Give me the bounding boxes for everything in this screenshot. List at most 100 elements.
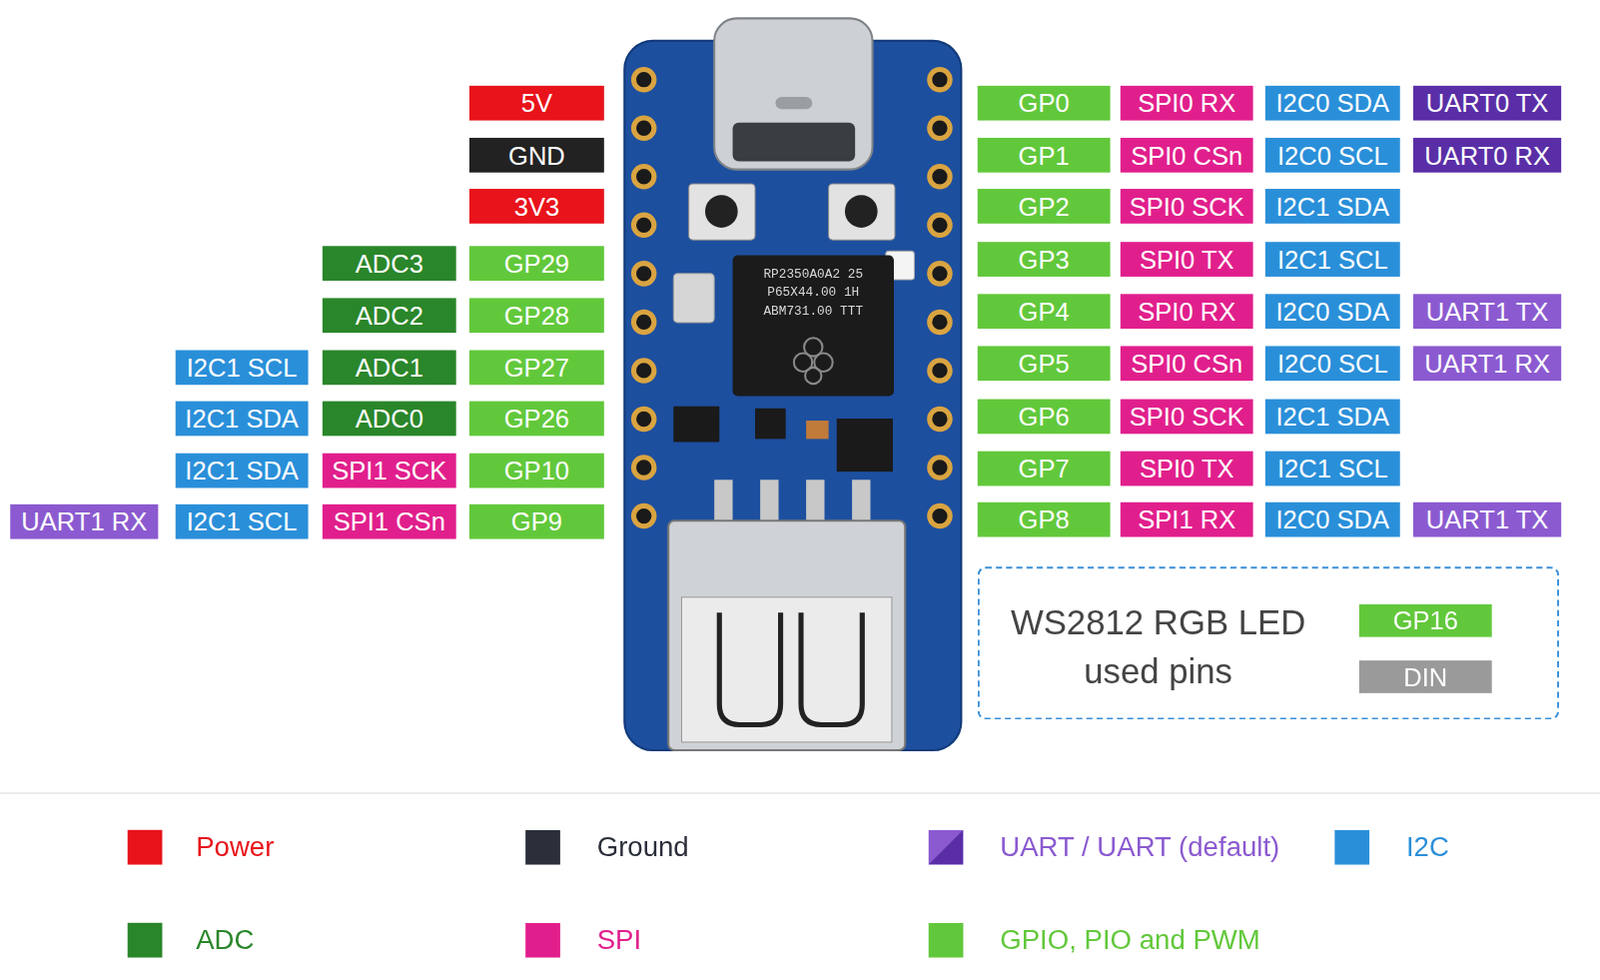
pin-name: GND [508,140,566,171]
pin-label: 3V3 [469,188,605,224]
pin-name: ADC1 [355,352,424,383]
pin-name: GP27 [504,352,570,383]
pin-hole [633,457,654,478]
pin-label: I2C1 SDA [175,453,309,489]
pin-name: SPI0 CSn [1130,140,1243,171]
legend-swatch [525,829,561,865]
pin-hole [929,360,950,381]
pin-hole [633,408,654,429]
legend-swatch [928,922,964,958]
pin-holes [633,68,950,526]
button-cap [844,194,878,228]
legend-swatch [127,922,163,958]
pin-name: GP0 [1018,87,1070,118]
crystal [673,273,715,323]
pin-label: GP2 [977,188,1111,224]
pin-label: GP1 [977,137,1111,173]
pin-name: GP3 [1018,244,1070,275]
pin-name: SPI1 CSn [333,506,446,537]
pin-name: DIN [1403,662,1448,693]
pin-name: ADC0 [355,403,424,434]
legend-swatch [127,829,163,865]
button [689,183,756,240]
ic [755,408,787,440]
pin-label: GP28 [469,297,605,333]
pin-name: SPI0 RX [1137,87,1236,118]
pin-label: I2C1 SDA [1265,188,1401,224]
pin-name: GP16 [1393,605,1459,636]
pin-name: UART0 RX [1424,140,1551,171]
legend-text: ADC [195,922,254,958]
pin-name: UART1 TX [1426,296,1550,327]
pin-label: 5V [469,85,605,121]
button [828,183,895,240]
pin-name: I2C1 SCL [1277,244,1389,275]
pin-hole [929,505,950,526]
pin-label: GP5 [977,345,1111,381]
pin-label: SPI0 SCK [1120,188,1254,224]
pin-name: GP29 [504,248,570,279]
usb-c-port [733,122,856,162]
pin-name: GP2 [1018,191,1070,222]
pin-name: SPI1 RX [1137,504,1236,535]
pin-label: I2C1 SDA [175,401,309,437]
usb-a-connector [668,520,905,751]
chip-marking: ABM731.00 TTT [735,304,892,319]
pin-label: GP9 [469,504,605,540]
pin-label: GP26 [469,401,605,437]
usb-c-detail [775,96,812,109]
pin-name: SPI0 TX [1139,244,1235,275]
legend-text: I2C [1406,829,1450,865]
pad [760,479,779,521]
pin-label: ADC3 [322,245,457,281]
pin-name: SPI0 TX [1139,453,1235,484]
pin-name: I2C1 SDA [1276,191,1391,222]
pin-hole [929,117,950,138]
pin-hole [633,360,654,381]
pin-name: ADC3 [355,248,424,279]
pin-label: GP16 [1359,604,1493,638]
pin-name: SPI0 CSn [1130,348,1243,379]
pin-hole [929,68,950,89]
pin-label: UART0 RX [1413,137,1562,173]
pin-label: ADC2 [322,297,457,333]
pin-name: SPI0 SCK [1129,401,1245,432]
pin-name: GP1 [1018,140,1070,171]
pin-name: I2C1 SCL [186,506,298,537]
pin-label: I2C1 SCL [175,350,309,386]
pin-label: I2C1 SCL [1265,451,1401,487]
pin-label: GND [469,137,605,173]
pad [851,479,870,521]
pin-name: I2C0 SDA [1276,504,1391,535]
box-title: WS2812 RGB LED used pins [999,597,1317,696]
pin-label: SPI0 CSn [1120,345,1254,381]
pin-name: I2C1 SCL [1277,453,1389,484]
pin-label: SPI1 RX [1120,502,1254,538]
pin-label: GP6 [977,399,1111,435]
pin-label: UART1 RX [1413,345,1562,381]
pin-hole [929,457,950,478]
ic [673,406,720,443]
pin-hole [929,214,950,235]
pin-hole [633,166,654,187]
pin-name: I2C0 SCL [1277,140,1389,171]
pin-hole [929,263,950,284]
pin-hole [633,117,654,138]
pin-name: GP6 [1018,401,1070,432]
pin-name: GP26 [504,403,570,434]
legend-text: Power [195,829,274,865]
pin-label: UART1 RX [9,504,158,540]
pin-label: ADC1 [322,350,457,386]
pin-name: GP8 [1018,504,1070,535]
pin-label: GP0 [977,85,1111,121]
pin-label: SPI1 CSn [322,504,457,540]
pin-name: UART1 RX [1424,348,1551,379]
pin-label: SPI0 TX [1120,451,1254,487]
pin-label: GP27 [469,350,605,386]
raspberry-logo [794,337,833,384]
pin-label: UART0 TX [1413,85,1562,121]
pin-name: UART1 TX [1426,504,1550,535]
pin-hole [929,311,950,332]
pin-label: I2C0 SCL [1265,137,1401,173]
capacitor [805,420,828,439]
